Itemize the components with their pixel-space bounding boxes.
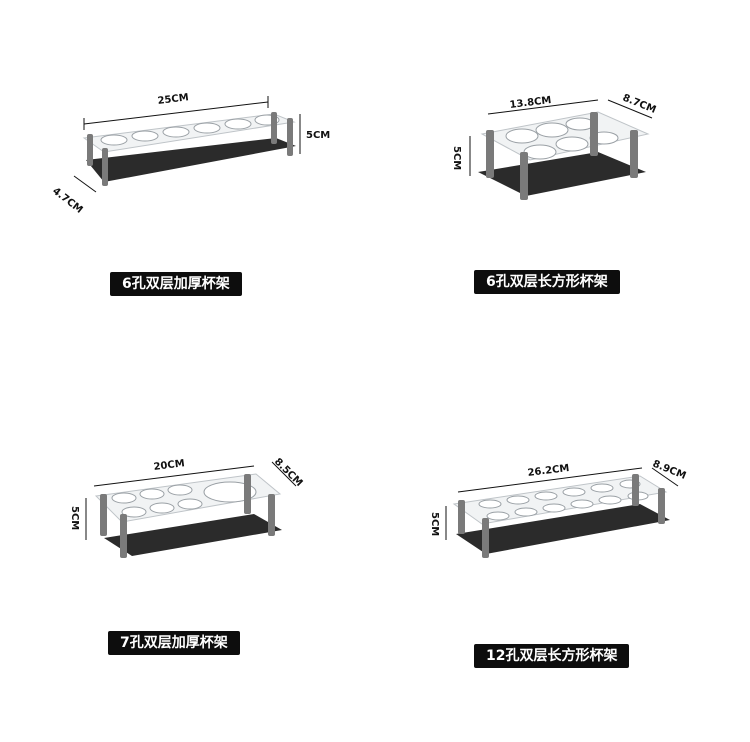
dimension-length-label: 20CM	[153, 458, 185, 473]
dimension-height-label: 5CM	[429, 512, 440, 536]
product-1-caption: 6孔双层加厚杯架	[110, 272, 242, 296]
product-4-caption: 12孔双层长方形杯架	[474, 644, 630, 668]
product-3-caption: 7孔双层加厚杯架	[108, 631, 240, 655]
dimension-height-label: 5CM	[451, 146, 462, 170]
dimension-length-label: 26.2CM	[527, 463, 570, 479]
dimension-length-label: 13.8CM	[509, 95, 552, 111]
dark-base	[104, 514, 282, 556]
dark-base	[86, 138, 296, 182]
dark-base	[456, 504, 670, 554]
dimension-height-label: 5CM	[306, 130, 330, 141]
product-2-caption: 6孔双层长方形杯架	[474, 270, 620, 294]
acrylic-top	[480, 111, 650, 161]
dimension-length-label: 25CM	[157, 92, 189, 107]
dimension-height-label: 5CM	[69, 506, 80, 530]
dimension-width-label: 8.9CM	[651, 459, 688, 482]
